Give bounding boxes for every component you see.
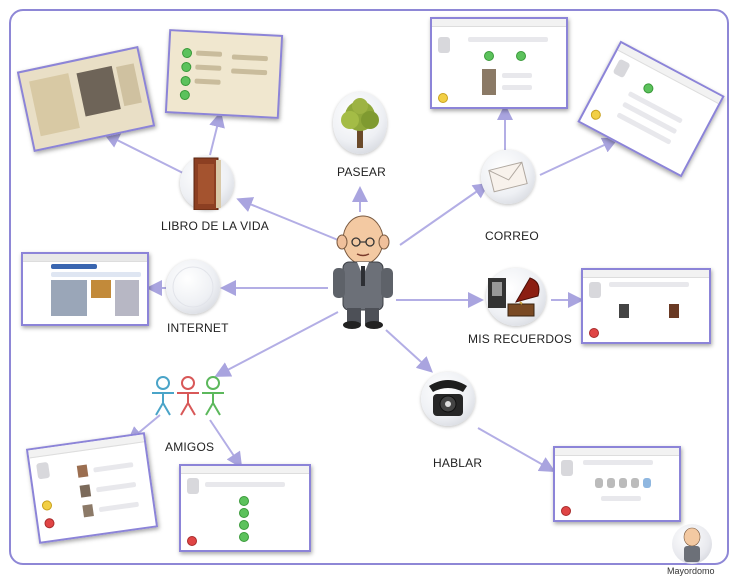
recuerdos-label: MIS RECUERDOS xyxy=(468,332,572,346)
link-center-correo xyxy=(399,182,490,246)
link-center-amigos xyxy=(214,311,339,377)
libro-label: LIBRO DE LA VIDA xyxy=(161,219,269,233)
pasear-node[interactable] xyxy=(333,92,387,154)
correo-label: CORREO xyxy=(485,229,539,243)
internet-screenshot xyxy=(21,252,149,326)
libro-screenshot-2 xyxy=(164,29,284,119)
link-libro-shot1 xyxy=(103,133,184,174)
diagram-frame xyxy=(9,9,729,565)
telephone-icon xyxy=(429,380,467,416)
amigos-screenshot-2 xyxy=(179,464,311,552)
globe-icon xyxy=(172,266,214,308)
mayordomo-label: Mayordomo xyxy=(667,566,715,576)
correo-node[interactable] xyxy=(481,150,535,204)
elderly-man-icon xyxy=(327,212,399,330)
correo-screenshot-1 xyxy=(430,17,568,109)
gramophone-icon xyxy=(488,277,540,317)
libro-node[interactable] xyxy=(180,156,234,211)
people-icon xyxy=(152,376,224,416)
link-correo-shot2 xyxy=(539,137,619,176)
internet-node[interactable] xyxy=(166,260,220,314)
link-libro-shot2 xyxy=(209,111,225,156)
envelope-icon xyxy=(488,161,528,193)
tree-icon xyxy=(341,98,379,148)
link-amigos-shot2 xyxy=(209,419,243,469)
recuerdos-screenshot xyxy=(581,268,711,344)
link-center-hablar xyxy=(385,329,433,373)
elderly-man-icon xyxy=(683,527,701,562)
amigos-screenshot-1 xyxy=(25,432,159,544)
link-center-libro xyxy=(236,197,339,241)
book-icon xyxy=(193,157,221,211)
amigos-label: AMIGOS xyxy=(165,440,215,454)
hablar-node[interactable] xyxy=(421,372,475,426)
internet-label: INTERNET xyxy=(167,321,229,335)
mayordomo-avatar[interactable] xyxy=(672,524,712,564)
link-hablar-shot xyxy=(477,427,556,472)
hablar-screenshot xyxy=(553,446,681,522)
hablar-label: HABLAR xyxy=(433,456,483,470)
pasear-label: PASEAR xyxy=(337,165,386,179)
recuerdos-node[interactable] xyxy=(486,268,546,326)
amigos-node[interactable] xyxy=(150,375,226,417)
